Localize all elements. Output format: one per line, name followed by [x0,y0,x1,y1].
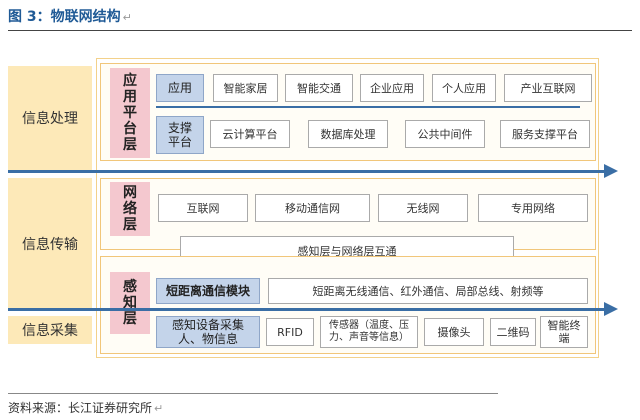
app-item-personal: 个人应用 [432,74,496,102]
sensing-device-label: 感知设备采集人、物信息 [156,316,260,348]
title-divider [8,30,632,31]
sensing-item-sensor: 传感器（温度、压力、声音等信息） [320,316,418,348]
app-item-industrial-internet: 产业互联网 [504,74,592,102]
app-item-smart-home: 智能家居 [213,74,278,102]
network-item-internet: 互联网 [158,194,248,222]
support-platform-label: 支撑平台 [156,116,204,154]
source-note: 资料来源：长江证券研究所↵ [8,399,163,416]
figure-title-text: 图 3：物联网结构 [8,9,121,25]
network-item-mobile: 移动通信网 [255,194,370,222]
network-layer-label: 网络层 [110,182,150,236]
app-item-smart-traffic: 智能交通 [285,74,353,102]
sensing-item-camera: 摄像头 [424,318,484,346]
sensing-item-smart-terminal: 智能终端 [540,316,588,348]
support-item-middleware: 公共中间件 [405,120,485,148]
support-item-database: 数据库处理 [308,120,388,148]
source-text: 资料来源：长江证券研究所 [8,401,153,415]
application-divider-line [156,106,580,108]
figure-title: 图 3：物联网结构↵ [8,6,132,26]
short-range-description: 短距离无线通信、红外通信、局部总线、射频等 [268,278,588,304]
flow-arrow-line-lower [8,308,608,311]
application-platform-layer-label: 应用平台层 [110,68,150,158]
support-item-cloud-computing: 云计算平台 [210,120,290,148]
network-item-private: 专用网络 [478,194,588,222]
category-info-processing: 信息处理 [8,66,92,170]
flow-arrow-line-upper [8,170,608,173]
perception-layer-label: 感知层 [110,272,150,334]
source-divider [8,393,498,394]
category-info-collection: 信息采集 [8,316,92,344]
support-item-service-platform: 服务支撑平台 [500,120,590,148]
sensing-item-qrcode: 二维码 [490,318,536,346]
short-range-module-label: 短距离通信模块 [156,278,260,304]
flow-arrowhead-upper-icon [604,164,618,178]
app-item-enterprise: 企业应用 [360,74,424,102]
network-item-wireless: 无线网 [378,194,468,222]
source-paragraph-mark-icon: ↵ [154,402,164,415]
paragraph-mark-icon: ↵ [122,11,132,24]
application-label: 应用 [156,74,204,102]
category-info-transmission: 信息传输 [8,178,92,310]
flow-arrowhead-lower-icon [604,302,618,316]
sensing-item-rfid: RFID [266,318,314,346]
